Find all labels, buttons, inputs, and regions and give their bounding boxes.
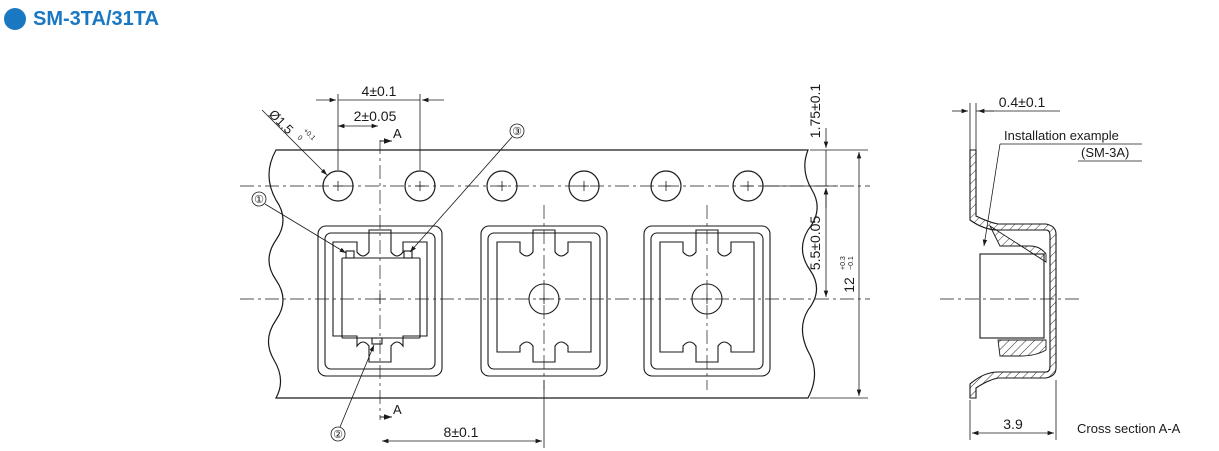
dim-half-pitch-label: 2±0.05 — [354, 108, 397, 124]
dim-thickness-label: 0.4±0.1 — [999, 94, 1046, 110]
dim-pitch-hole-label: 4±0.1 — [362, 83, 397, 99]
dimension-pitch-hole — [316, 94, 444, 170]
install-label-1: Installation example — [1004, 128, 1119, 143]
dim-width-label: 12 — [841, 277, 857, 293]
pocket-1 — [317, 225, 443, 377]
dim-depth-label: 3.9 — [1003, 416, 1023, 432]
callout-2-label: ② — [333, 429, 343, 441]
pocket-2 — [480, 225, 608, 377]
bullet-icon — [4, 8, 26, 30]
dim-pocket-pitch-label: 8±0.1 — [444, 424, 479, 440]
callout-3 — [409, 123, 525, 253]
dim-hole-tol-lower: 0 — [296, 134, 304, 142]
dim-hole-diameter-label: Ø1.5 — [266, 107, 297, 138]
dim-width-tol-upper: +0.3 — [840, 256, 847, 270]
cross-section — [969, 149, 1057, 399]
page-title: SM-3TA/31TA — [33, 7, 159, 30]
dimension-thickness — [952, 103, 1060, 150]
dim-row-offset-label: 5.5±0.05 — [807, 216, 823, 271]
callout-1-label: ① — [254, 194, 264, 206]
dim-hole-tol-upper: +0.1 — [302, 127, 317, 142]
carrier-tape — [267, 149, 818, 399]
dimension-edge-hole — [760, 128, 868, 208]
callout-1 — [251, 191, 347, 254]
section-mark-top: A — [393, 126, 402, 141]
dimension-pocket-pitch — [382, 380, 545, 448]
section-header: SM-3TA/31TA — [4, 6, 159, 32]
pocket-3 — [643, 225, 771, 377]
cross-section-caption: Cross section A-A — [1077, 421, 1181, 436]
callout-3-label: ③ — [512, 126, 522, 138]
dimension-depth — [969, 380, 1057, 440]
dim-width-tol-lower: −0.1 — [848, 256, 855, 270]
install-label-2: (SM-3A) — [1081, 145, 1129, 160]
dimension-width — [810, 152, 868, 399]
callout-2 — [330, 344, 375, 442]
dim-edge-hole-label: 1.75±0.1 — [807, 84, 823, 139]
section-mark-bottom: A — [393, 402, 402, 417]
dimension-hole-diameter — [261, 109, 328, 176]
